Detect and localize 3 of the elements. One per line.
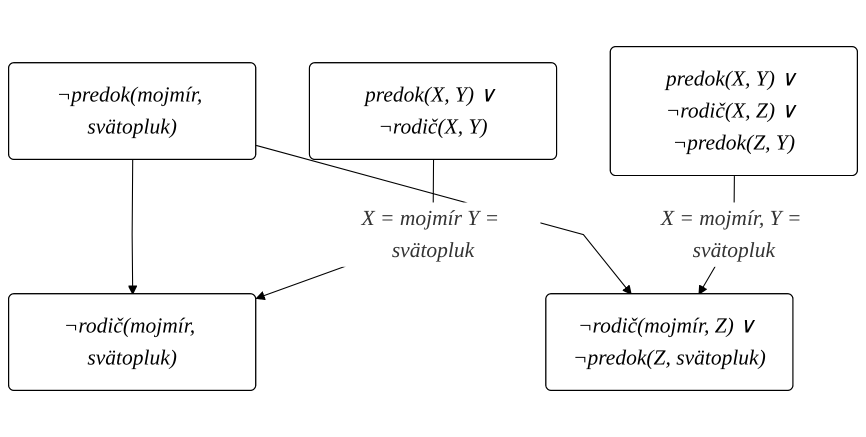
edge-label: X = mojmír Y = svätopluk: [361, 206, 500, 263]
arrow: [128, 160, 138, 295]
edge-label: X = mojmír, Y = svätopluk: [660, 206, 802, 263]
